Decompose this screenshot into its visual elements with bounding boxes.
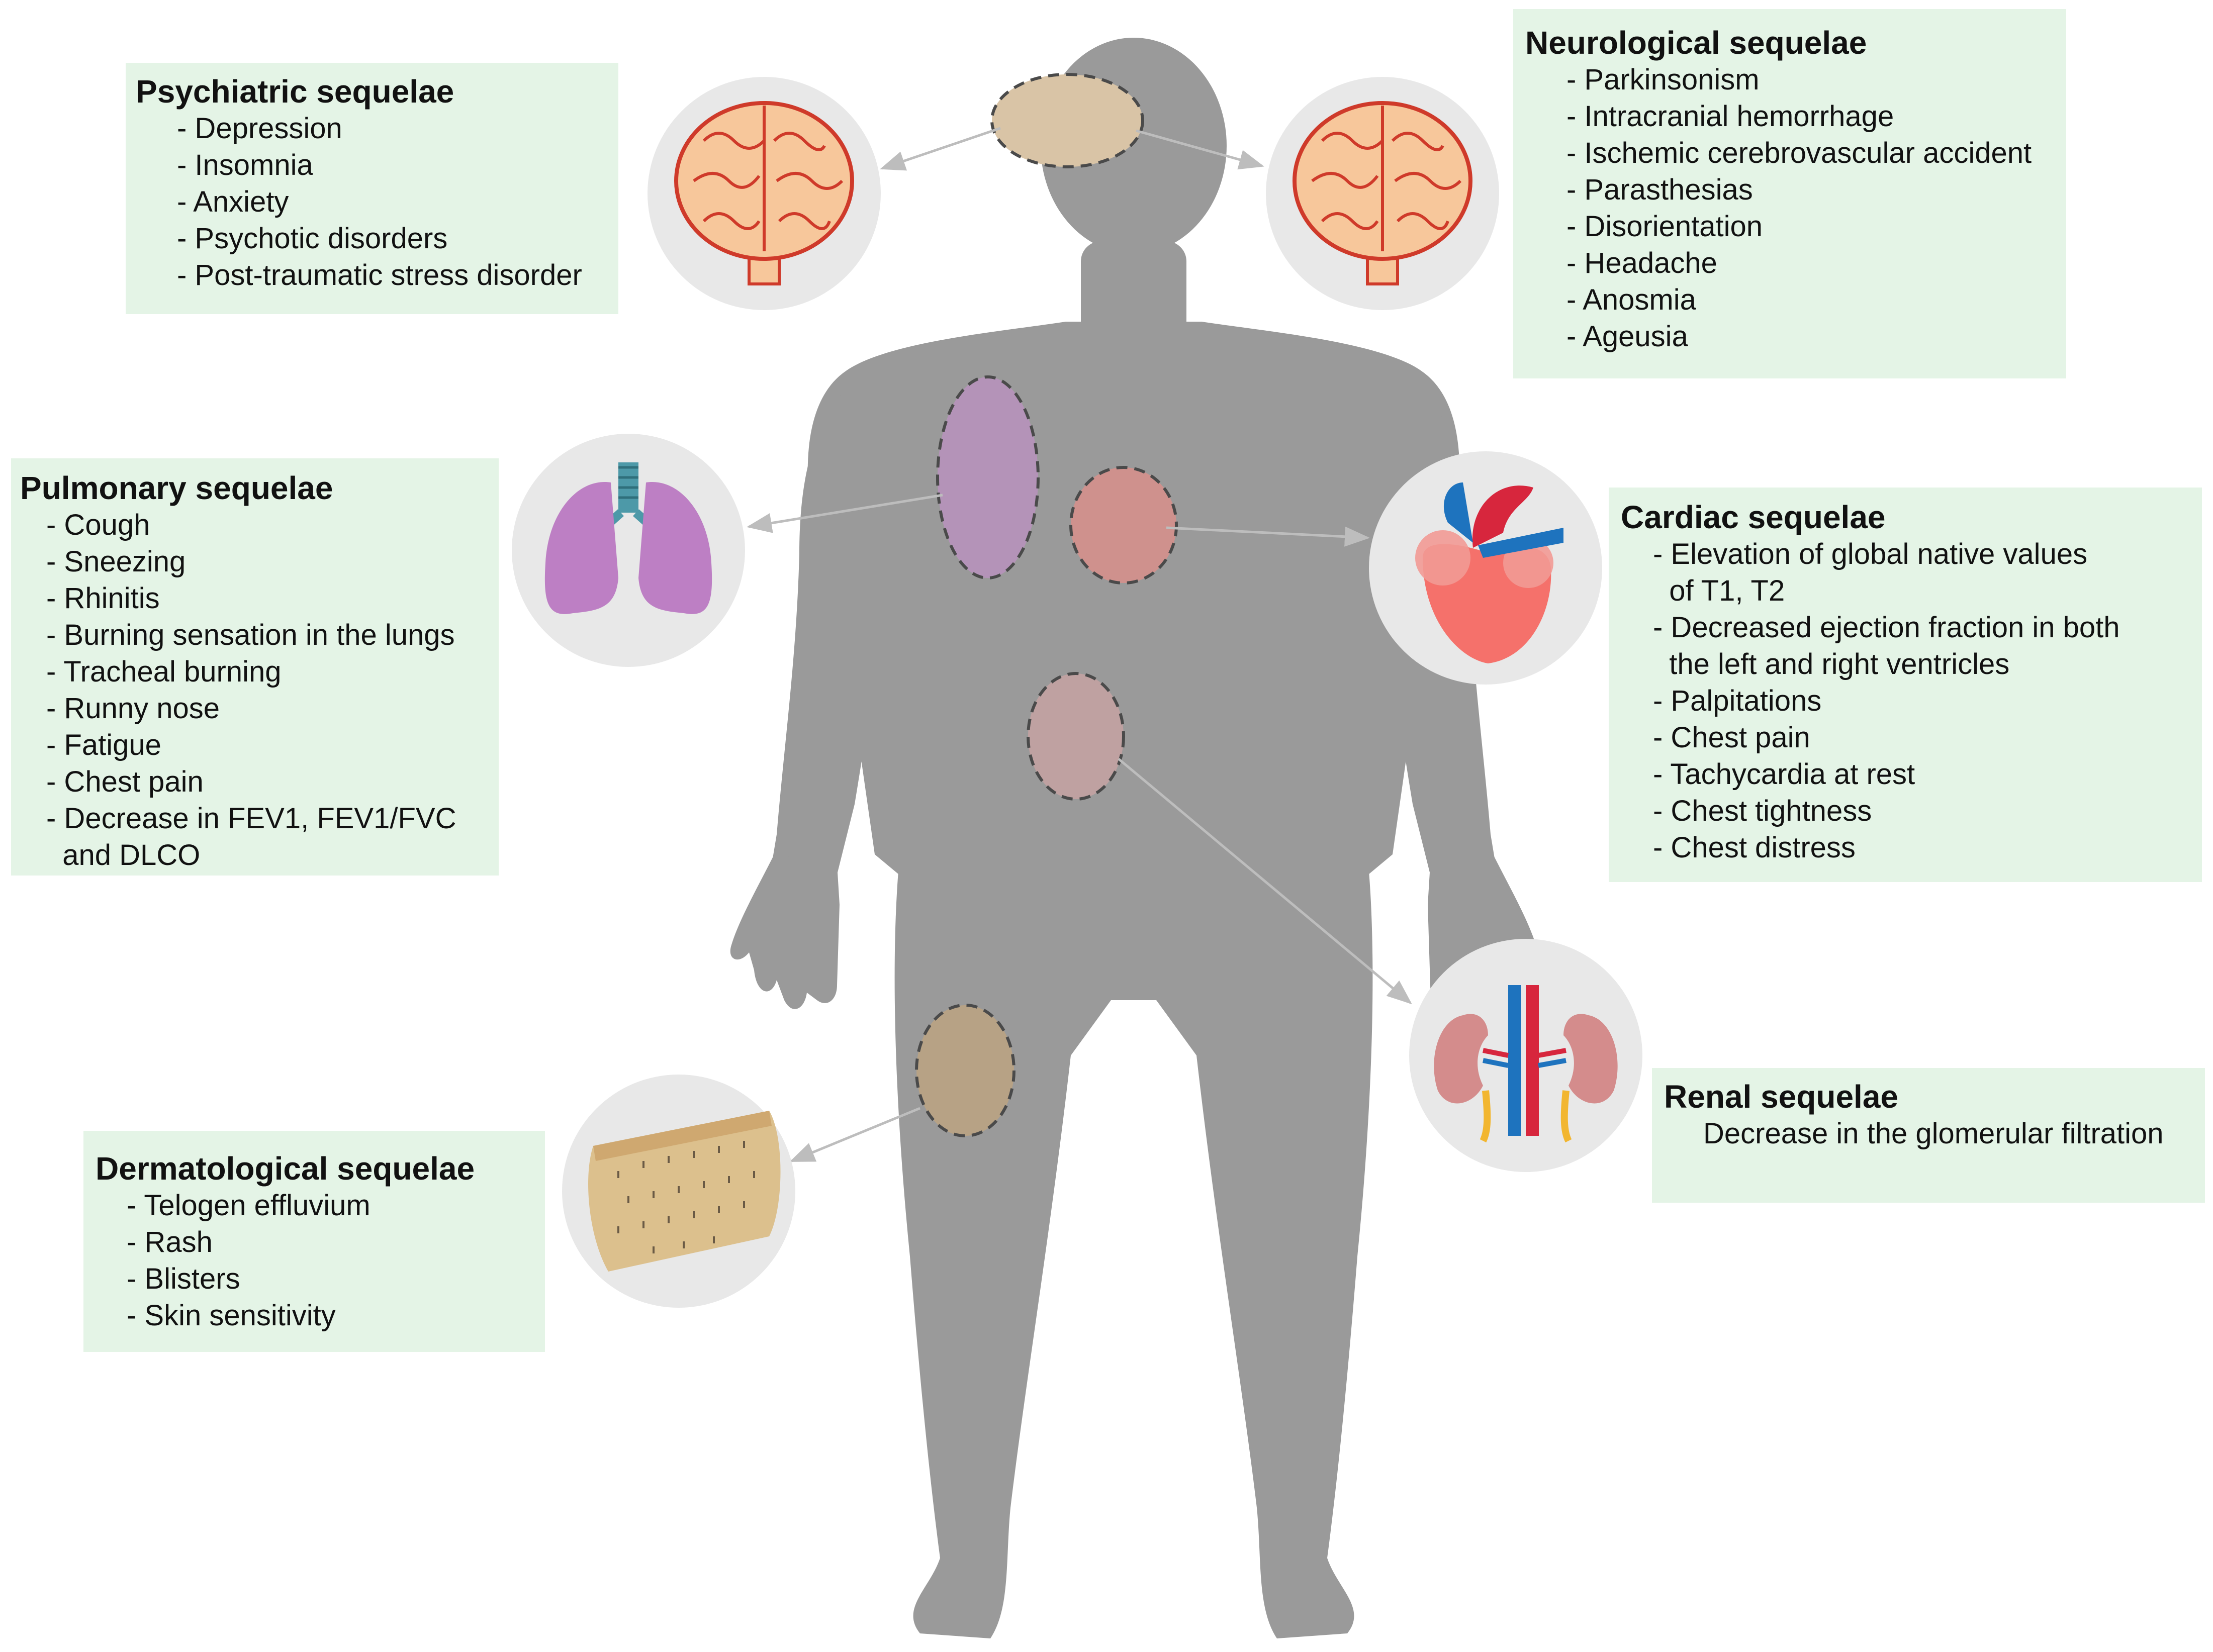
renal-sequelae-box: Renal sequelae Decrease in the glomerula… bbox=[1652, 1068, 2205, 1203]
renal-title: Renal sequelae bbox=[1664, 1079, 1898, 1115]
head-region bbox=[990, 73, 1144, 168]
list-item: - Depression bbox=[177, 112, 342, 145]
arrow-to-neurological bbox=[1136, 129, 1264, 170]
list-item: - Tracheal burning bbox=[46, 655, 282, 688]
skin-icon bbox=[562, 1075, 795, 1308]
list-item: - Decrease in FEV1, FEV1/FVC bbox=[46, 802, 456, 835]
list-item: - Ageusia bbox=[1566, 320, 1688, 353]
list-item: - Disorientation bbox=[1566, 210, 1763, 243]
list-item: - Elevation of global native values bbox=[1653, 538, 2088, 570]
neurological-list: - Parkinsonism - Intracranial hemorrhage… bbox=[1525, 61, 2054, 355]
organ-regions bbox=[915, 73, 1178, 1137]
skin-region bbox=[915, 1004, 1016, 1137]
list-item: - Parasthesias bbox=[1566, 173, 1753, 206]
list-item: - Intracranial hemorrhage bbox=[1566, 100, 1894, 133]
legs-shape bbox=[894, 854, 1373, 1638]
heart-icon bbox=[1369, 451, 1602, 685]
list-item: - Anosmia bbox=[1566, 283, 1696, 316]
neurological-sequelae-box: Neurological sequelae - Parkinsonism - I… bbox=[1513, 9, 2066, 378]
pulmonary-title: Pulmonary sequelae bbox=[20, 470, 333, 506]
list-item: - Cough bbox=[46, 509, 150, 541]
list-item: - Fatigue bbox=[46, 729, 161, 761]
lung-region bbox=[936, 375, 1040, 579]
list-item: - Chest pain bbox=[46, 765, 204, 798]
list-item: - Burning sensation in the lungs bbox=[46, 619, 455, 651]
list-item: - Rash bbox=[127, 1226, 213, 1258]
list-item: - Parkinsonism bbox=[1566, 63, 1760, 96]
dermatological-title: Dermatological sequelae bbox=[96, 1150, 475, 1187]
list-item: of T1, T2 bbox=[1653, 574, 1785, 607]
neurological-brain-icon bbox=[1266, 77, 1499, 310]
list-item: - Chest pain bbox=[1653, 721, 1810, 754]
kidneys-icon bbox=[1409, 939, 1642, 1172]
list-item: and DLCO bbox=[46, 839, 201, 871]
dermatological-list: - Telogen effluvium - Rash - Blisters - … bbox=[96, 1187, 533, 1334]
neurological-title: Neurological sequelae bbox=[1525, 25, 1867, 61]
torso-shape bbox=[807, 322, 1460, 880]
arrow-to-pulmonary bbox=[747, 494, 943, 533]
list-item: - Chest tightness bbox=[1653, 795, 1872, 827]
pulmonary-list: - Cough - Sneezing - Rhinitis - Burning … bbox=[20, 507, 490, 873]
list-item: - Tachycardia at rest bbox=[1653, 758, 1915, 791]
left-hand-shape bbox=[730, 854, 840, 1009]
dermatological-sequelae-box: Dermatological sequelae - Telogen effluv… bbox=[83, 1131, 545, 1352]
list-item: - Decreased ejection fraction in both bbox=[1653, 611, 2120, 644]
renal-description: Decrease in the glomerular filtration bbox=[1703, 1117, 2164, 1150]
cardiac-list: - Elevation of global native values of T… bbox=[1621, 536, 2190, 866]
list-item: - Runny nose bbox=[46, 692, 220, 725]
psychiatric-sequelae-box: Psychiatric sequelae - Depression - Inso… bbox=[126, 63, 618, 314]
list-item: - Chest distress bbox=[1653, 831, 1856, 864]
list-item: - Palpitations bbox=[1653, 685, 1822, 717]
list-item: - Ischemic cerebrovascular accident bbox=[1566, 137, 2032, 169]
psychiatric-brain-icon bbox=[648, 77, 881, 310]
list-item: - Sneezing bbox=[46, 545, 186, 578]
neck-shape bbox=[1081, 241, 1186, 342]
arrow-to-renal bbox=[1118, 758, 1412, 1005]
list-item: - Skin sensitivity bbox=[127, 1299, 336, 1332]
list-item: - Telogen effluvium bbox=[127, 1189, 371, 1222]
connector-arrows bbox=[747, 127, 1412, 1162]
arrow-to-cardiac bbox=[1166, 526, 1370, 547]
list-item: - Headache bbox=[1566, 247, 1717, 279]
list-item: - Blisters bbox=[127, 1262, 240, 1295]
list-item: - Psychotic disorders bbox=[177, 222, 448, 255]
list-item: - Anxiety bbox=[177, 185, 289, 218]
pulmonary-sequelae-box: Pulmonary sequelae - Cough - Sneezing - … bbox=[11, 458, 499, 876]
heart-region bbox=[1069, 466, 1178, 585]
psychiatric-list: - Depression - Insomnia - Anxiety - Psyc… bbox=[136, 110, 608, 294]
psychiatric-title: Psychiatric sequelae bbox=[136, 73, 454, 110]
list-item: - Post-traumatic stress disorder bbox=[177, 259, 582, 291]
lungs-icon bbox=[512, 434, 745, 667]
list-item: - Insomnia bbox=[177, 149, 313, 181]
cardiac-sequelae-box: Cardiac sequelae - Elevation of global n… bbox=[1609, 488, 2202, 882]
kidney-region bbox=[1027, 672, 1125, 801]
arrow-to-dermatological bbox=[789, 1107, 920, 1162]
list-item: - Rhinitis bbox=[46, 582, 160, 615]
arrow-to-psychiatric bbox=[880, 127, 1001, 171]
list-item: the left and right ventricles bbox=[1653, 648, 2010, 681]
cardiac-title: Cardiac sequelae bbox=[1621, 499, 1886, 535]
